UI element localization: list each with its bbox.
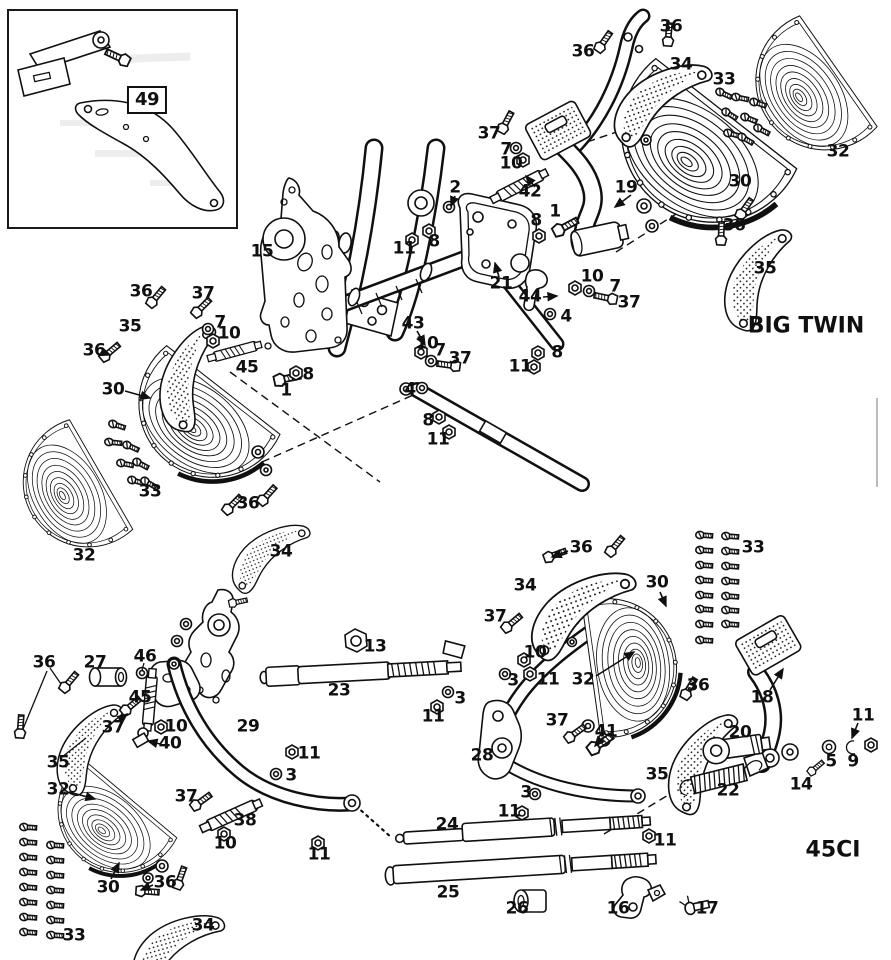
nut-13 [344, 628, 368, 653]
fitting-40 [131, 727, 150, 749]
bracket-15 [259, 177, 352, 353]
washer-icon [179, 617, 193, 631]
pedal-pad-icon [733, 613, 804, 678]
washer-icon [528, 787, 542, 801]
screw-column-33-45ci-left [18, 822, 65, 941]
washer-icon [269, 767, 283, 781]
support-arm-34-45ci-bottom [122, 907, 236, 960]
bolt-icon [219, 491, 246, 518]
45ci-diagram [13, 530, 878, 960]
plate-21 [457, 192, 538, 290]
washer-icon [201, 322, 215, 336]
bolt-icon [498, 610, 526, 636]
bolt-icon [561, 721, 589, 746]
bolt-icon [188, 294, 215, 321]
part-49-bracket [17, 30, 133, 97]
bolt-icon [143, 283, 169, 311]
support-arm-34-left [220, 516, 323, 597]
nut-icon [515, 805, 529, 821]
nut-icon [414, 344, 428, 360]
rod-42 [488, 166, 551, 206]
bolt-icon [187, 789, 215, 814]
nut-icon [422, 223, 436, 239]
nut-icon [311, 835, 325, 851]
nut-icon [527, 359, 541, 375]
washer-icon [582, 284, 596, 298]
inset-box-part-49 [7, 9, 238, 229]
pin-20 [702, 733, 772, 765]
brake-pedal-18 [733, 613, 804, 778]
washer-icon [424, 354, 438, 368]
bolt-icon [494, 108, 518, 136]
nut-icon [642, 828, 656, 844]
nut-icon [432, 409, 446, 425]
pin-17 [679, 895, 711, 916]
nut-icon [217, 826, 231, 842]
rod-24 [394, 814, 652, 845]
bolt-icon [117, 693, 145, 719]
nut-icon [864, 737, 878, 753]
nut-icon [289, 365, 303, 381]
bolt-icon [254, 482, 280, 509]
screw-column-33-45ci-right [694, 530, 740, 646]
brake-pedal-19 [523, 8, 651, 257]
bracket-45ci-left [148, 588, 249, 708]
spacer-27 [88, 667, 128, 687]
ring-5 [821, 739, 837, 755]
nut-icon [531, 345, 545, 361]
washer-icon [170, 634, 184, 648]
nut-icon [568, 280, 582, 296]
bolt-icon [13, 713, 28, 740]
lever-29 [166, 656, 361, 812]
nut-icon [523, 666, 537, 682]
rod-23 [259, 639, 466, 688]
part-49-arm [74, 99, 225, 212]
bolt-icon [56, 668, 82, 696]
bolt-icon [592, 289, 619, 307]
washer-icon [415, 381, 429, 395]
bolt-icon [96, 339, 124, 365]
nut-icon [154, 719, 168, 735]
washer-icon [441, 685, 455, 699]
frame-tubes [321, 138, 590, 492]
washer-icon [498, 667, 512, 681]
nut-icon [285, 744, 299, 760]
bushing-26 [513, 889, 547, 913]
bolt-icon [602, 532, 628, 560]
bolt-icon [661, 21, 676, 48]
nut-icon [517, 652, 531, 668]
nut-icon [405, 232, 419, 248]
bolt-icon [591, 28, 616, 56]
bolt-icon [435, 357, 462, 373]
washer-icon [543, 307, 557, 321]
bolt-icon [805, 757, 827, 778]
nut-icon [206, 333, 220, 349]
nut-icon [442, 424, 456, 440]
footboard-30-45ci-left [31, 758, 180, 901]
bolt-icon [170, 864, 191, 892]
big-twin-diagram [0, 8, 879, 597]
washer-icon [509, 141, 523, 155]
clevis-16 [613, 876, 667, 919]
elbow-44 [523, 269, 548, 312]
spring-22 [679, 760, 763, 797]
rod-38 [197, 796, 265, 836]
bolt-icon [541, 544, 569, 565]
footboard-30-45ci-right [582, 589, 689, 741]
nut-icon [532, 228, 546, 244]
c-clip-9 [845, 740, 856, 755]
rod-25 [384, 852, 657, 886]
nut-icon [430, 699, 444, 715]
nut-icon [516, 152, 530, 168]
